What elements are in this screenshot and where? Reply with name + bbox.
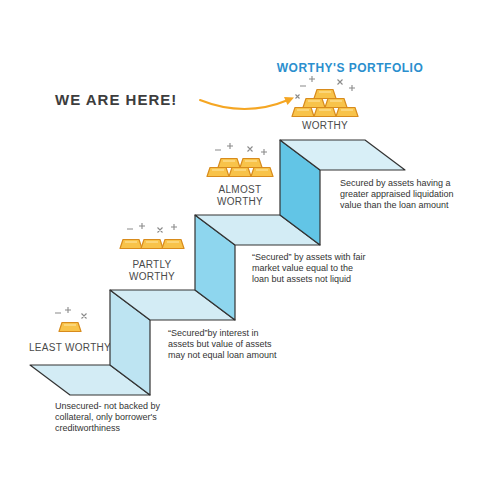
gold-bar <box>314 90 336 99</box>
gold-bar <box>292 108 314 117</box>
gold-bar <box>59 323 81 332</box>
step-face <box>280 140 405 170</box>
level-label: ALMOST WORTHY <box>208 184 272 208</box>
gold-bar <box>303 99 325 108</box>
callout-label: WE ARE HERE! <box>55 91 225 108</box>
gold-bar <box>251 168 273 177</box>
level-label: PARTLY WORTHY <box>120 259 184 283</box>
stair-step: WORTHY Secured by assets having a greater… <box>275 115 480 250</box>
gold-bar <box>325 99 347 108</box>
sparkle-marks <box>55 307 87 319</box>
gold-bar <box>162 240 184 249</box>
gold-bar <box>141 240 163 249</box>
pointer-arrow-head <box>284 97 294 105</box>
level-description: “Secured” by assets with fair market val… <box>252 252 370 285</box>
gold-bar <box>218 159 240 168</box>
gold-bar <box>240 159 262 168</box>
diagram-title: WORTHY'S PORTFOLIO <box>270 61 430 75</box>
gold-bar <box>229 168 251 177</box>
level-label: WORTHY <box>285 120 365 132</box>
sparkle-marks <box>296 76 356 99</box>
sparkle-marks <box>127 223 177 233</box>
level-description: Unsecured- not backed by collateral, onl… <box>55 401 179 434</box>
gold-bar <box>336 108 358 117</box>
gold-bar <box>314 108 336 117</box>
pointer-arrow <box>200 100 288 109</box>
stair-step: LEAST WORTHY Unsecured- not backed by col… <box>18 335 180 445</box>
level-label: LEAST WORTHY <box>22 342 118 354</box>
sparkle-marks <box>215 143 267 155</box>
level-description: Secured by assets having a greater appra… <box>340 178 476 211</box>
gold-bar <box>207 168 229 177</box>
level-description: “Secured”by interest in assets but value… <box>168 328 286 361</box>
gold-bar <box>120 240 142 249</box>
